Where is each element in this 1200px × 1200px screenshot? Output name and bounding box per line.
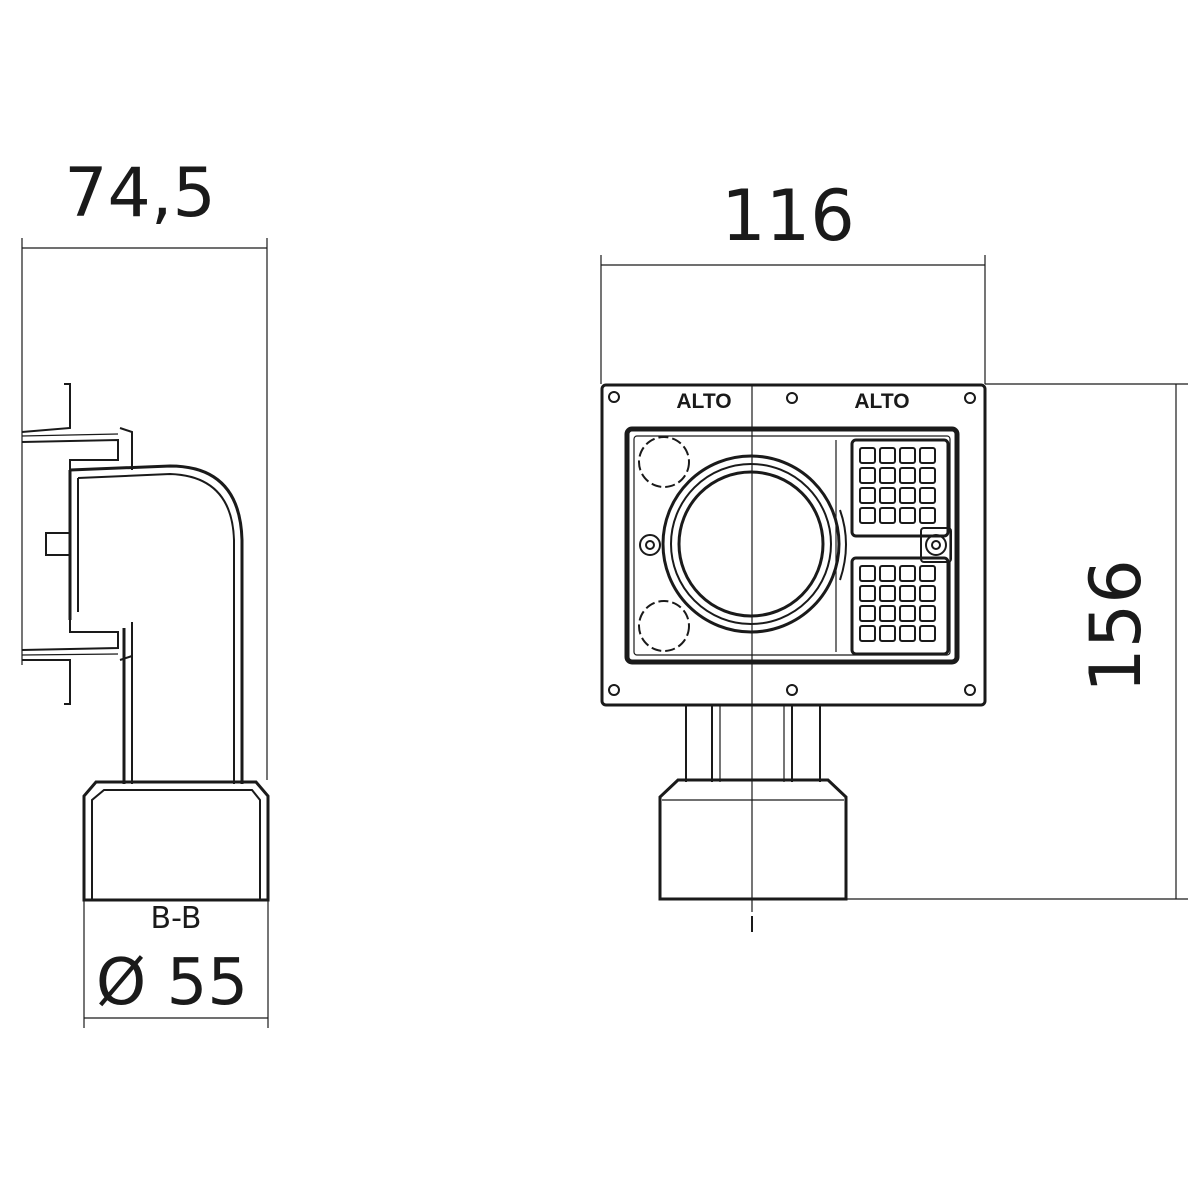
side-width-dimension: 74,5	[21, 154, 268, 780]
grille-cell	[899, 625, 916, 642]
side-width-label: 74,5	[64, 154, 215, 233]
grille-lower	[850, 556, 950, 656]
grille-cell	[859, 585, 876, 602]
grille-cell	[919, 585, 936, 602]
brand-label-right: ALTO	[854, 390, 909, 413]
front-height-dimension: 156	[846, 383, 1188, 900]
frame-plate	[600, 383, 987, 707]
grille-cell	[879, 487, 896, 504]
grille-cell	[879, 625, 896, 642]
grille-upper	[850, 438, 950, 538]
knockout-circles	[638, 436, 690, 652]
grille-cell	[919, 625, 936, 642]
grille-cell	[879, 605, 896, 622]
grille-cell	[859, 625, 876, 642]
grille-cell	[859, 447, 876, 464]
grille-cell	[859, 487, 876, 504]
grille-cell	[919, 605, 936, 622]
grille-cell	[919, 507, 936, 524]
side-elbow-body	[68, 464, 244, 784]
grille-cell	[899, 605, 916, 622]
frame-screw-holes	[608, 391, 976, 696]
grille-cell	[879, 447, 896, 464]
front-view: 116 156 ALTO ALTO	[600, 175, 1188, 932]
front-height-label: 156	[1075, 559, 1157, 693]
grille-cell	[859, 565, 876, 582]
grille-cell	[859, 467, 876, 484]
grille-cell	[879, 585, 896, 602]
side-diameter-dimension: B-B Ø 55	[83, 900, 269, 1028]
grille-cell	[899, 467, 916, 484]
diameter-label: Ø 55	[96, 946, 248, 1020]
grille-cell	[919, 447, 936, 464]
grille-cell	[919, 565, 936, 582]
pipe-stub	[685, 705, 821, 782]
grille-cell	[919, 487, 936, 504]
front-outlet-socket	[658, 778, 848, 901]
grille-frame	[850, 556, 950, 656]
grille-cell	[879, 507, 896, 524]
grille-cell	[919, 467, 936, 484]
fastener-screws	[639, 527, 952, 563]
side-view: 74,5	[21, 154, 270, 1028]
grille-cell	[879, 467, 896, 484]
front-width-dimension: 116	[600, 175, 986, 384]
pipe-opening	[661, 440, 847, 652]
grille-cell	[899, 447, 916, 464]
front-width-label: 116	[721, 175, 855, 257]
grille-cell	[859, 507, 876, 524]
grille-cell	[899, 565, 916, 582]
grille-cell	[899, 487, 916, 504]
grille-cell	[899, 585, 916, 602]
grille-cell	[859, 605, 876, 622]
brand-label-left: ALTO	[676, 390, 731, 413]
grille-cell	[899, 507, 916, 524]
section-label: B-B	[151, 901, 202, 936]
grille-cell	[879, 565, 896, 582]
side-outlet-socket	[82, 780, 270, 902]
grille-frame	[850, 438, 950, 538]
